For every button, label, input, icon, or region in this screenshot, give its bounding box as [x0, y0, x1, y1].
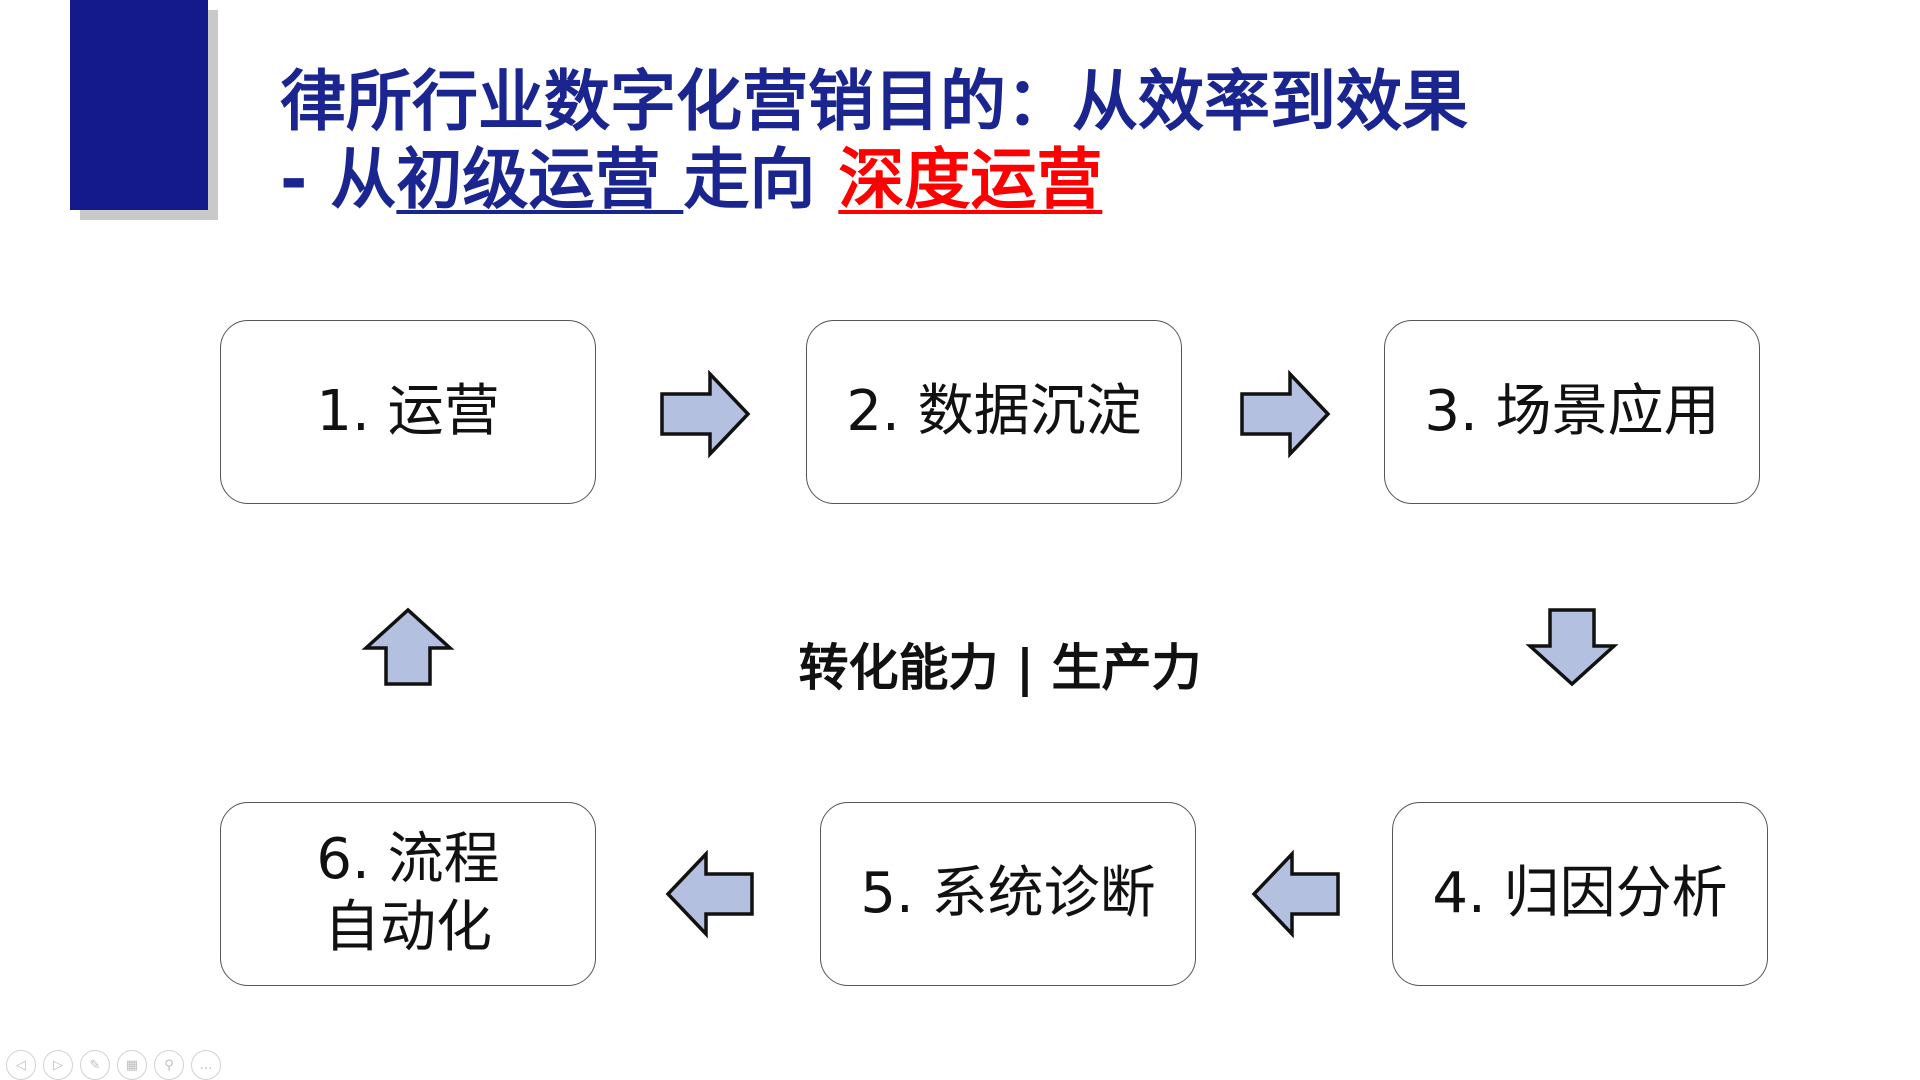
title-line1: 律所行业数字化营销目的：从效率到效果 — [280, 63, 1468, 140]
prev-icon[interactable]: ◁ — [6, 1050, 36, 1080]
arrow-left-icon — [664, 849, 756, 939]
step-label: 4. 归因分析 — [1432, 861, 1728, 926]
title-middle-text: 走向 — [683, 141, 839, 218]
arrow-up-icon — [361, 607, 455, 688]
step-label: 6. 流程 自动化 — [316, 827, 500, 960]
slide-title: 律所行业数字化营销目的：从效率到效果 - 从初级运营 走向 深度运营 — [280, 62, 1468, 220]
step-box-data-accumulation: 2. 数据沉淀 — [806, 320, 1182, 504]
step-label: 5. 系统诊断 — [860, 861, 1156, 926]
arrow-right-icon — [660, 369, 752, 459]
title-line2-prefix: - 从 — [280, 141, 397, 218]
title-highlight-text: 深度运营 — [838, 141, 1103, 218]
zoom-icon[interactable]: ⚲ — [154, 1050, 184, 1080]
step-box-system-diagnosis: 5. 系统诊断 — [820, 802, 1196, 986]
pen-icon[interactable]: ✎ — [80, 1050, 110, 1080]
step-box-scenario-application: 3. 场景应用 — [1384, 320, 1760, 504]
slides-icon[interactable]: ▦ — [117, 1050, 147, 1080]
accent-block — [70, 0, 208, 210]
next-icon[interactable]: ▷ — [43, 1050, 73, 1080]
more-icon[interactable]: … — [191, 1050, 221, 1080]
step-label: 2. 数据沉淀 — [846, 379, 1142, 444]
step-box-process-automation: 6. 流程 自动化 — [220, 802, 596, 986]
arrow-right-icon — [1240, 369, 1332, 459]
step-box-attribution-analysis: 4. 归因分析 — [1392, 802, 1768, 986]
step-box-operation: 1. 运营 — [220, 320, 596, 504]
center-label: 转化能力 | 生产力 — [798, 639, 1202, 697]
arrow-down-icon — [1525, 608, 1619, 688]
step-label: 1. 运营 — [316, 379, 500, 444]
step-label: 3. 场景应用 — [1424, 379, 1720, 444]
title-line2: - 从初级运营 走向 深度运营 — [280, 140, 1468, 220]
arrow-left-icon — [1250, 849, 1342, 939]
presentation-toolbar: ◁ ▷ ✎ ▦ ⚲ … — [6, 1050, 221, 1080]
title-underlined-text: 初级运营 — [396, 141, 684, 218]
